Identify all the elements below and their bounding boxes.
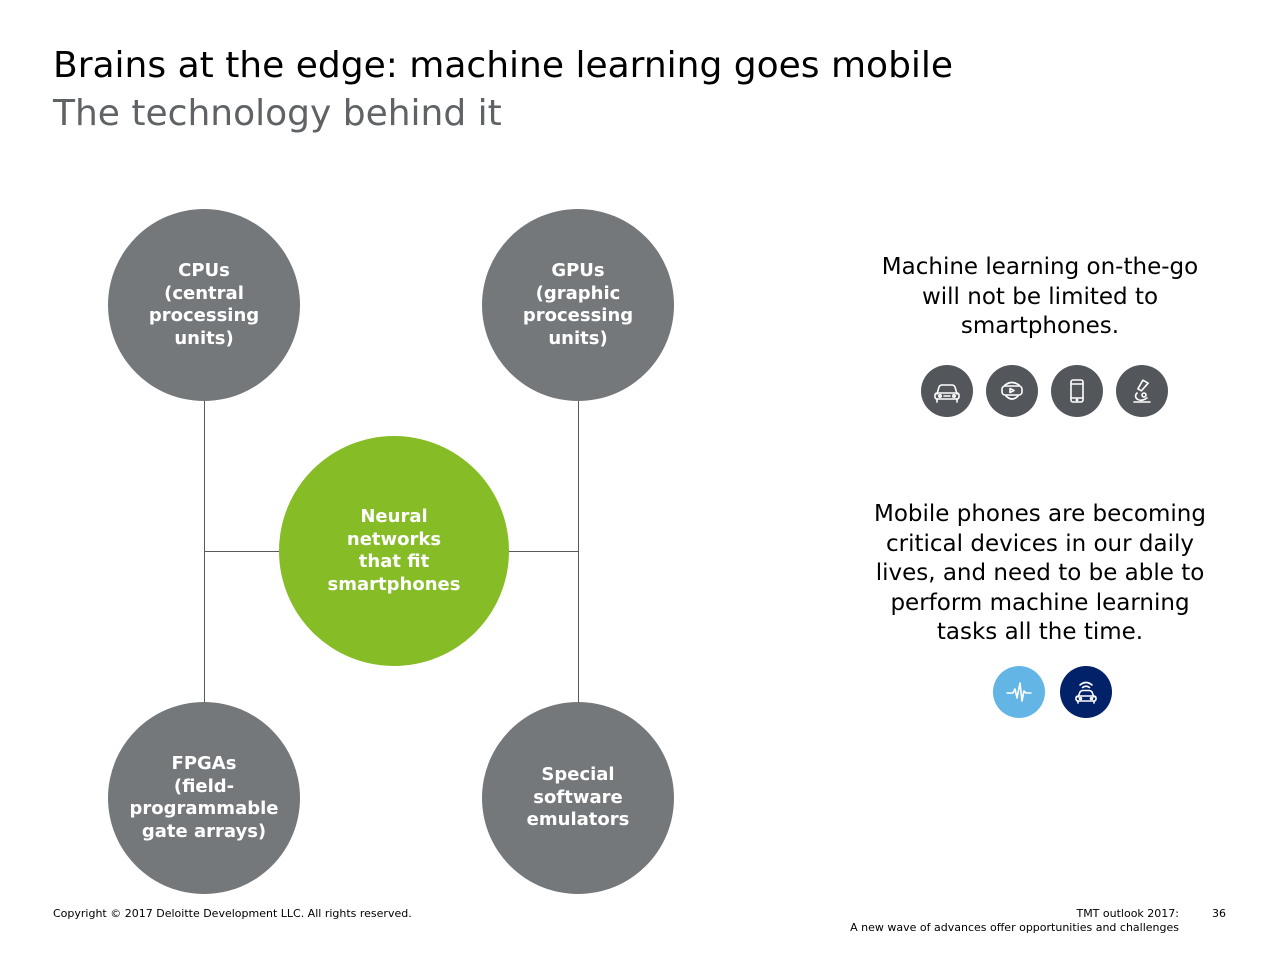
- microscope-icon: [1116, 365, 1168, 417]
- smartphone-icon: [1051, 365, 1103, 417]
- heartbeat-icon: [993, 666, 1045, 718]
- usage-icon-row: [993, 666, 1112, 718]
- copyright-notice: Copyright © 2017 Deloitte Development LL…: [53, 907, 412, 920]
- report-title: TMT outlook 2017: A new wave of advances…: [850, 907, 1179, 935]
- connected-car-icon: [1060, 666, 1112, 718]
- vr-headset-icon: [986, 365, 1038, 417]
- cpu-circle: CPUs (central processing units): [108, 209, 300, 401]
- gpu-circle: GPUs (graphic processing units): [482, 209, 674, 401]
- page-number: 36: [1212, 907, 1226, 920]
- slide-subtitle: The technology behind it: [53, 93, 502, 134]
- report-title-line-1: TMT outlook 2017:: [1076, 907, 1179, 920]
- fpga-circle: FPGAs (field- programmable gate arrays): [108, 702, 300, 894]
- technology-diagram: CPUs (central processing units) GPUs (gr…: [108, 209, 674, 894]
- software-emulators-circle: Special software emulators: [482, 702, 674, 894]
- connector-left-vertical: [204, 400, 205, 706]
- statement-not-limited: Machine learning on-the-go will not be l…: [881, 254, 1199, 339]
- connector-right-vertical: [578, 400, 579, 706]
- report-title-line-2: A new wave of advances offer opportuniti…: [850, 921, 1179, 934]
- slide-title: Brains at the edge: machine learning goe…: [53, 45, 954, 86]
- car-icon: [921, 365, 973, 417]
- statement-critical-devices: Mobile phones are becoming critical devi…: [874, 501, 1206, 645]
- devices-icon-row: [921, 365, 1168, 417]
- neural-networks-circle: Neural networks that fit smartphones: [279, 436, 509, 666]
